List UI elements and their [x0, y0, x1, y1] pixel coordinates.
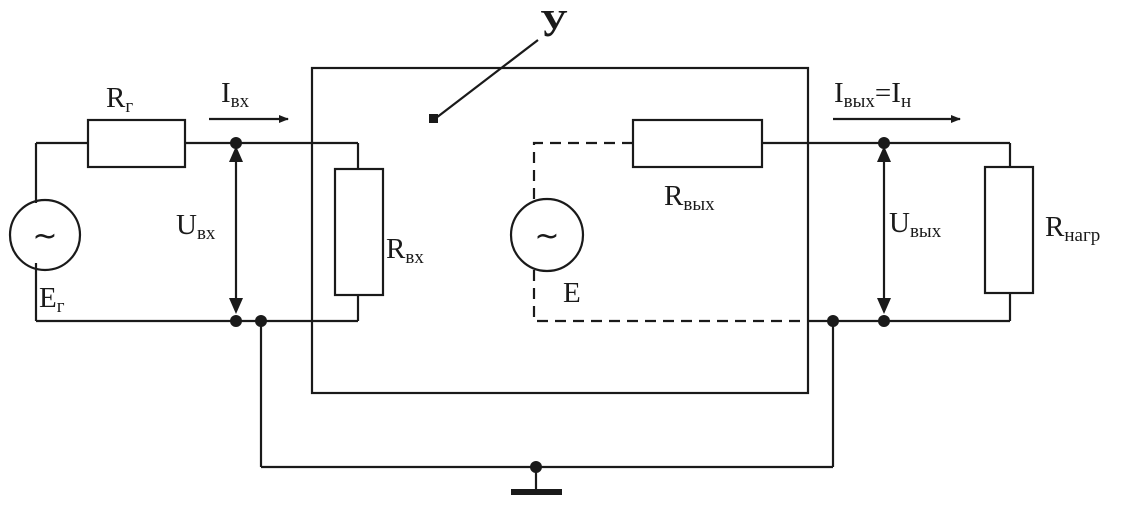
amplifier-block	[310, 66, 810, 395]
output-equivalent-wiring	[532, 141, 808, 323]
output-ground-node	[827, 315, 839, 327]
amplifier-label: У	[540, 3, 568, 45]
input-voltage-label: Uвх	[176, 209, 216, 244]
input-resistance-label: Rвх	[386, 233, 424, 268]
load-resistor	[983, 165, 1035, 295]
input-wiring	[34, 141, 312, 323]
generator-resistance-label: Rг	[106, 82, 133, 117]
ground-node	[530, 461, 542, 473]
generator-tilde-icon: ~	[32, 219, 57, 254]
generator-resistor	[86, 118, 187, 169]
ground-bus	[259, 321, 835, 495]
output-top-node	[878, 137, 890, 149]
output-bottom-node	[878, 315, 890, 327]
input-resistor	[333, 167, 385, 297]
input-current-label: Iвх	[221, 77, 250, 112]
amplifier-pointer	[435, 39, 539, 119]
output-resistance-label: Rвых	[664, 180, 715, 215]
load-resistance-label: Rнагр	[1045, 211, 1100, 246]
output-tilde-icon: ~	[534, 219, 559, 254]
output-emf-label: E	[563, 277, 581, 309]
output-resistor	[631, 118, 764, 169]
input-ground-node	[255, 315, 267, 327]
input-resistance-wiring	[312, 141, 360, 323]
generator-source	[8, 198, 82, 272]
generator-emf-label: Eг	[39, 282, 65, 317]
output-source	[509, 197, 585, 273]
input-top-node	[230, 137, 242, 149]
output-voltage-label: Uвых	[889, 207, 942, 242]
output-wiring	[808, 141, 1012, 323]
output-current-label: Iвых=Iн	[834, 77, 911, 112]
amplifier-pointer-tip	[429, 114, 438, 123]
input-bottom-node	[230, 315, 242, 327]
